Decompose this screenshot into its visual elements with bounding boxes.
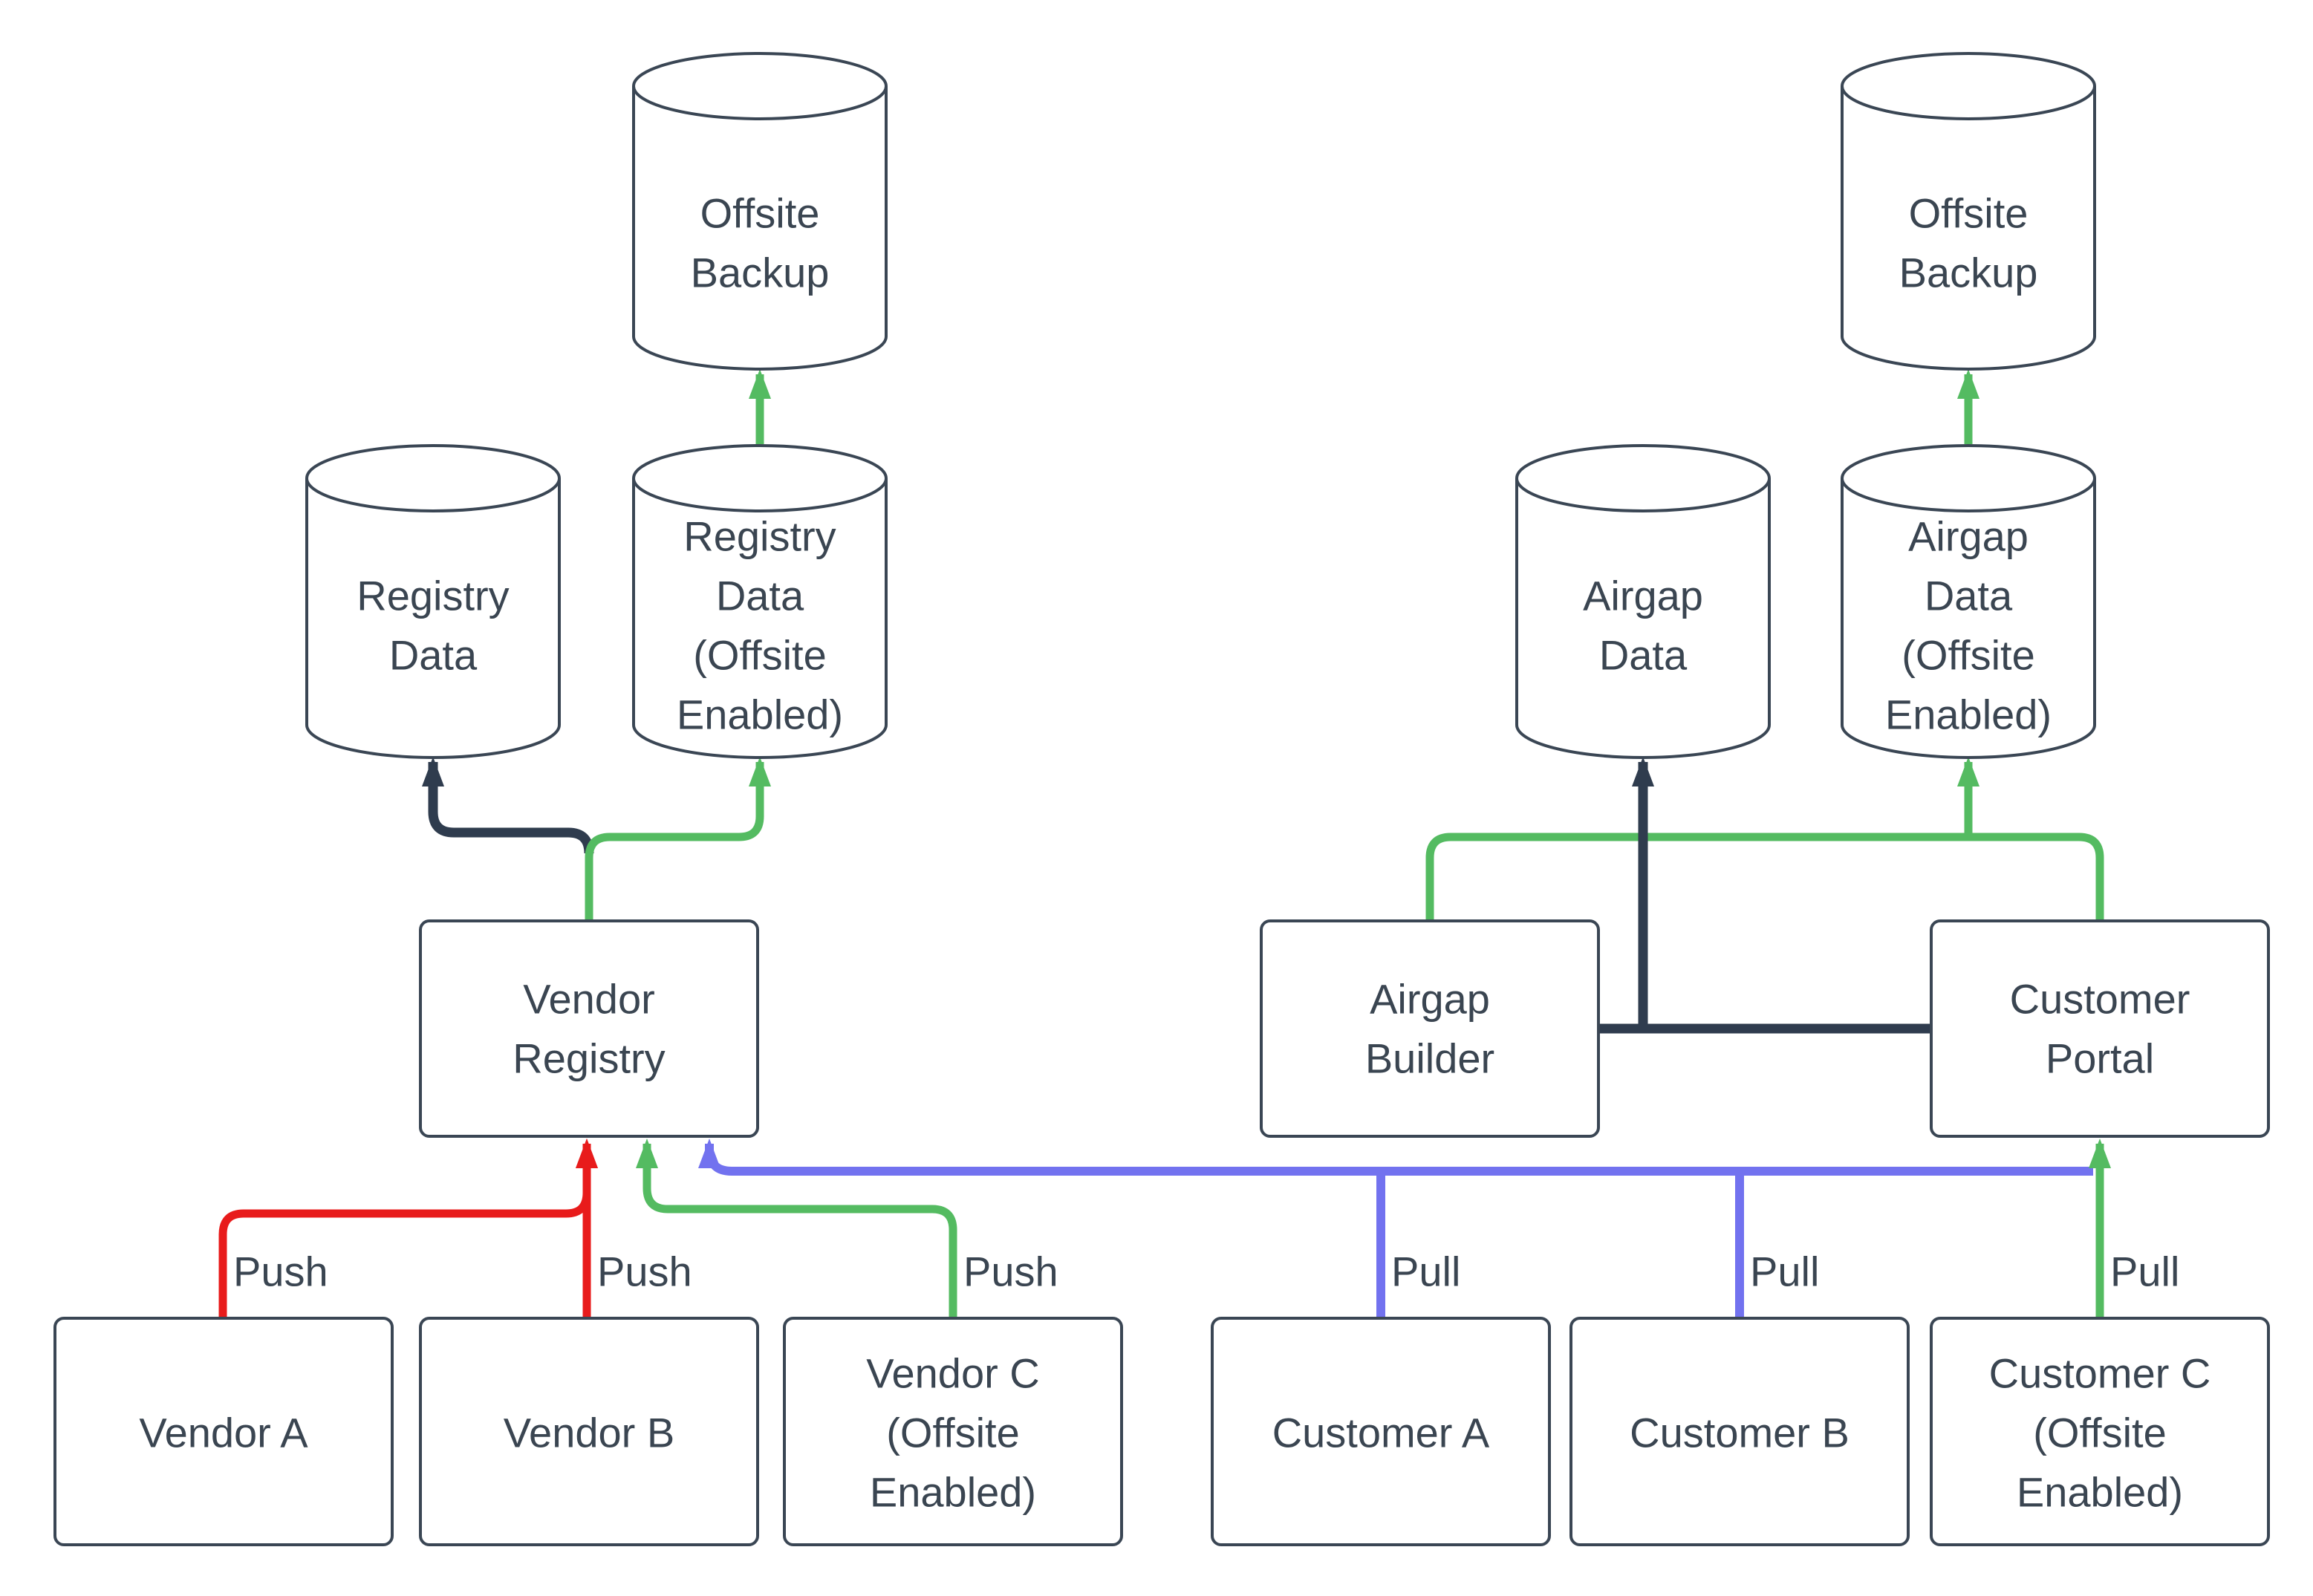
vendor-a-label: Vendor A [139,1410,308,1456]
airgap-builder-label: Builder [1365,1035,1494,1082]
push-label-vendor-b: Push [597,1248,692,1295]
node-customer-a: Customer A [1211,1317,1551,1546]
offsite-backup-right-cylinder-top [1841,52,2096,120]
vendor-registry-label: Vendor [523,976,655,1023]
airgap-data-offsite-label: Airgap [1908,513,2029,560]
customer-portal-label: Portal [2046,1035,2154,1082]
airgap-data-offsite-cylinder [1841,478,2096,759]
pull-label-customer-a: Pull [1391,1248,1460,1295]
registry-data-offsite-cylinder [632,478,888,759]
customer-c-label: Customer C [1989,1350,2211,1397]
edge-vendor-registry-to-registry-data-offsite [585,757,771,921]
airgap-builder-label: Airgap [1370,976,1490,1023]
push-label-vendor-c: Push [963,1248,1058,1295]
offsite-backup-right-label: Offsite [1909,190,2029,237]
node-offsite-backup-left: Offsite Backup [632,52,888,371]
node-vendor-registry: Vendor Registry [419,919,759,1138]
registry-data-offsite-label: Data [716,573,804,619]
node-vendor-c: Vendor C (Offsite Enabled) [783,1317,1123,1546]
offsite-backup-right-cylinder [1841,86,2096,371]
airgap-builder-box [1260,919,1600,1138]
edge-customers-pull-to-vendor-registry [698,1139,2093,1176]
vendor-c-label: Vendor C [866,1350,1040,1397]
offsite-backup-right-label: Backup [1899,250,2038,296]
customer-b-label: Customer B [1630,1410,1850,1456]
node-customer-b: Customer B [1569,1317,1910,1546]
node-airgap-data: Airgap Data [1515,444,1771,759]
edge-customer-portal-to-airgap-builder [1425,833,2104,921]
airgap-data-offsite-label: Data [1925,573,2013,619]
offsite-backup-left-cylinder-top [632,52,888,120]
customer-b-box [1569,1317,1910,1546]
customer-a-label: Customer A [1272,1410,1490,1456]
edges [218,369,2111,1318]
airgap-data-cylinder [1515,478,1771,759]
node-vendor-b: Vendor B [419,1317,759,1546]
vendor-c-label: (Offsite [886,1410,1019,1456]
registry-data-offsite-cylinder-top [632,444,888,512]
vendor-c-box [783,1317,1123,1546]
customer-c-label: (Offsite [2033,1410,2166,1456]
customer-a-box [1211,1317,1551,1546]
airgap-data-cylinder-top [1515,444,1771,512]
vendor-registry-box [419,919,759,1138]
node-registry-data-offsite: Registry Data (Offsite Enabled) [632,444,888,759]
registry-data-offsite-label: Enabled) [677,691,843,738]
airgap-data-offsite-label: Enabled) [1885,691,2052,738]
registry-data-label: Data [389,632,478,679]
node-airgap-data-offsite: Airgap Data (Offsite Enabled) [1841,444,2096,759]
vendor-b-box [419,1317,759,1546]
airgap-data-offsite-cylinder-top [1841,444,2096,512]
push-label-vendor-a: Push [233,1248,328,1295]
pull-label-customer-b: Pull [1750,1248,1819,1295]
customer-portal-label: Customer [2010,976,2190,1023]
edge-vendor-c-push [636,1139,957,1318]
node-vendor-a: Vendor A [53,1317,394,1546]
node-registry-data: Registry Data [305,444,561,759]
node-airgap-builder: Airgap Builder [1260,919,1600,1138]
nodes: Offsite Backup Offsite Backup Registry D… [53,52,2270,1546]
offsite-backup-left-cylinder [632,86,888,371]
vendor-b-label: Vendor B [504,1410,674,1456]
offsite-backup-left-label: Offsite [700,190,820,237]
vendor-a-box [53,1317,394,1546]
registry-data-offsite-label: Registry [683,513,836,560]
edge-vendor-registry-to-registry-data [422,757,594,854]
airgap-data-label: Data [1599,632,1688,679]
vendor-registry-label: Registry [513,1035,665,1082]
pull-label-customer-c: Pull [2110,1248,2179,1295]
customer-portal-box [1930,919,2270,1138]
airgap-data-offsite-label: (Offsite [1902,632,2034,679]
customer-c-box [1930,1317,2270,1546]
airgap-data-label: Airgap [1583,573,1703,619]
registry-data-offsite-label: (Offsite [693,632,826,679]
edge-labels: Push Push Push Pull Pull Pull [233,1248,2179,1295]
node-customer-portal: Customer Portal [1930,919,2270,1138]
customer-c-label: Enabled) [2017,1469,2183,1516]
node-customer-c: Customer C (Offsite Enabled) [1930,1317,2270,1546]
node-offsite-backup-right: Offsite Backup [1841,52,2096,371]
vendor-c-label: Enabled) [870,1469,1036,1516]
registry-data-cylinder [305,478,561,759]
registry-data-cylinder-top [305,444,561,512]
offsite-backup-left-label: Backup [691,250,830,296]
registry-data-label: Registry [357,573,509,619]
